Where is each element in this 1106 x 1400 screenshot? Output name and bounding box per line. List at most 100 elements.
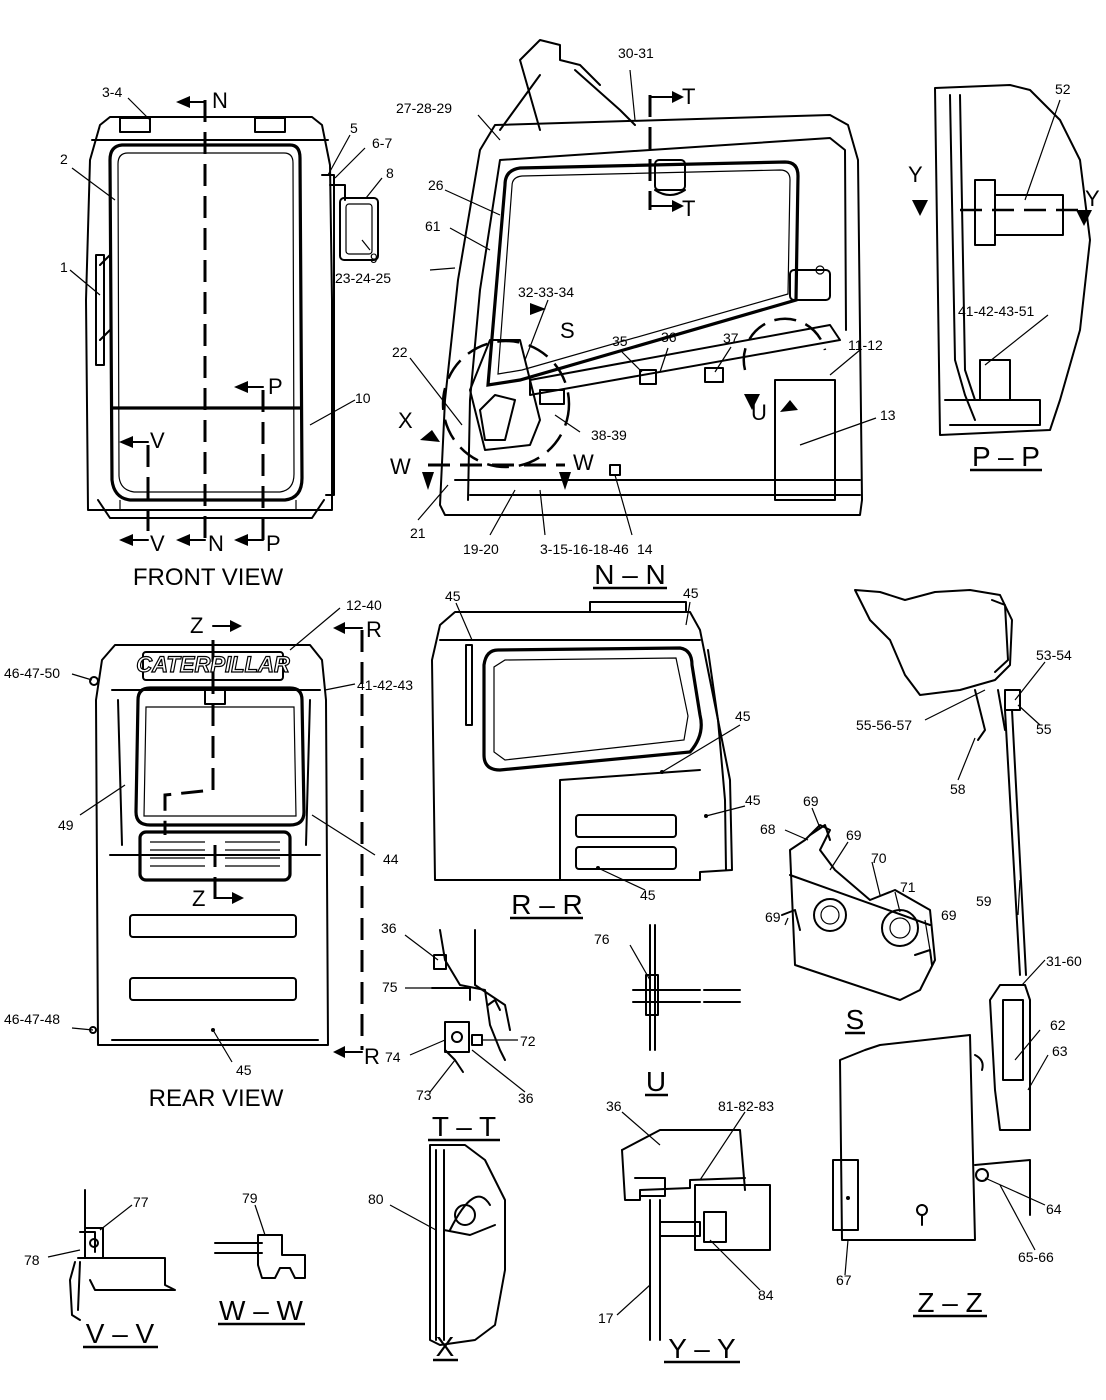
cut-letter-t-top: T [682, 84, 695, 109]
callout: 71 [900, 879, 916, 895]
callout: 73 [416, 1087, 432, 1103]
callout: 3-15-16-18-46 [540, 541, 629, 557]
callout: 72 [520, 1033, 536, 1049]
callout: 69 [765, 909, 781, 925]
callout: 3-4 [102, 84, 122, 100]
cut-letter-u: U [751, 400, 767, 425]
callout: 45 [735, 708, 751, 724]
cut-letter-z-bottom: Z [192, 886, 205, 911]
section-ww [214, 1234, 306, 1279]
callout: 19-20 [463, 541, 499, 557]
callout: 9 [370, 250, 378, 266]
callout: 68 [760, 821, 776, 837]
brand-logo: CATERPILLAR [136, 652, 290, 677]
view-title-ww: W – W [219, 1295, 304, 1326]
callout: 38-39 [591, 427, 627, 443]
callout: 2 [60, 151, 68, 167]
cut-letter-t-bottom: T [682, 196, 695, 221]
callout: 78 [24, 1252, 40, 1268]
view-title-rr: R – R [511, 889, 583, 920]
callout: 45 [445, 588, 461, 604]
section-nn [420, 39, 1080, 516]
callout: 79 [242, 1190, 258, 1206]
callout: 55-56-57 [856, 717, 912, 733]
callout: 30-31 [618, 45, 654, 61]
section-x [429, 1144, 506, 1346]
cut-letter-y-left: Y [908, 162, 923, 187]
callout: 14 [637, 541, 653, 557]
callout: 17 [598, 1310, 614, 1326]
callout: 75 [382, 979, 398, 995]
view-title-s: S [846, 1004, 865, 1035]
callout: 49 [58, 817, 74, 833]
callout: 22 [392, 344, 408, 360]
callout: 41-42-43-51 [958, 303, 1034, 319]
view-title-x: X [436, 1331, 455, 1362]
callout: 23-24-25 [335, 270, 391, 286]
callout: 36 [381, 920, 397, 936]
section-tt [431, 929, 511, 1073]
view-title-u: U [646, 1066, 666, 1097]
callout: 5 [350, 120, 358, 136]
section-u [632, 924, 741, 1051]
view-title-vv: V – V [86, 1318, 155, 1349]
callout: 55 [1036, 721, 1052, 737]
view-title-yy: Y – Y [668, 1333, 736, 1364]
callout: 69 [803, 793, 819, 809]
callout: 13 [880, 407, 896, 423]
callout: 70 [871, 850, 887, 866]
callout: 63 [1052, 1043, 1068, 1059]
callout: 46-47-50 [4, 665, 60, 681]
cut-letter-p-top: P [268, 374, 283, 399]
callout: 76 [594, 931, 610, 947]
section-rr [431, 601, 733, 881]
rear-view [89, 620, 364, 1058]
callout: 45 [236, 1062, 252, 1078]
view-title-rear: REAR VIEW [149, 1085, 284, 1112]
callout: 69 [846, 827, 862, 843]
callout: 45 [683, 585, 699, 601]
cut-letter-z-top: Z [190, 613, 203, 638]
cut-letter-w-left: W [390, 454, 411, 479]
callout: 10 [355, 390, 371, 406]
cut-letter-x: X [398, 408, 413, 433]
callout: 58 [950, 781, 966, 797]
callout: 37 [723, 330, 739, 346]
callout: 36 [661, 329, 677, 345]
callout: 61 [425, 218, 441, 234]
section-zz [832, 589, 1031, 1241]
callout: 36 [606, 1098, 622, 1114]
section-s [781, 824, 936, 1001]
cut-letter-n-bottom: N [208, 531, 224, 556]
cut-letter-p-bottom: P [266, 531, 281, 556]
callout: 45 [640, 887, 656, 903]
callout: 36 [518, 1090, 534, 1106]
callout: 64 [1046, 1201, 1062, 1217]
callout: 81-82-83 [718, 1098, 774, 1114]
callout: 77 [133, 1194, 149, 1210]
callout: 44 [383, 851, 399, 867]
cut-letter-v-bottom: V [150, 531, 165, 556]
callout: 74 [385, 1049, 401, 1065]
view-title-tt: T – T [432, 1111, 496, 1142]
callout: 69 [941, 907, 957, 923]
cut-letter-v-top: V [150, 428, 165, 453]
view-title-front: FRONT VIEW [133, 564, 284, 591]
callout: 62 [1050, 1017, 1066, 1033]
callout: 6-7 [372, 135, 392, 151]
cut-letter-w-right: W [573, 450, 594, 475]
title-underlines [83, 468, 1042, 1364]
callout: 59 [976, 893, 992, 909]
callout: 21 [410, 525, 426, 541]
callout: 53-54 [1036, 647, 1072, 663]
callout: 80 [368, 1191, 384, 1207]
cut-letter-r-top: R [366, 617, 382, 642]
callout: 46-47-48 [4, 1011, 60, 1027]
callout: 35 [612, 333, 628, 349]
callout: 8 [386, 165, 394, 181]
callout: 84 [758, 1287, 774, 1303]
callout: 41-42-43 [357, 677, 413, 693]
section-pp [912, 84, 1092, 436]
callout: 26 [428, 177, 444, 193]
